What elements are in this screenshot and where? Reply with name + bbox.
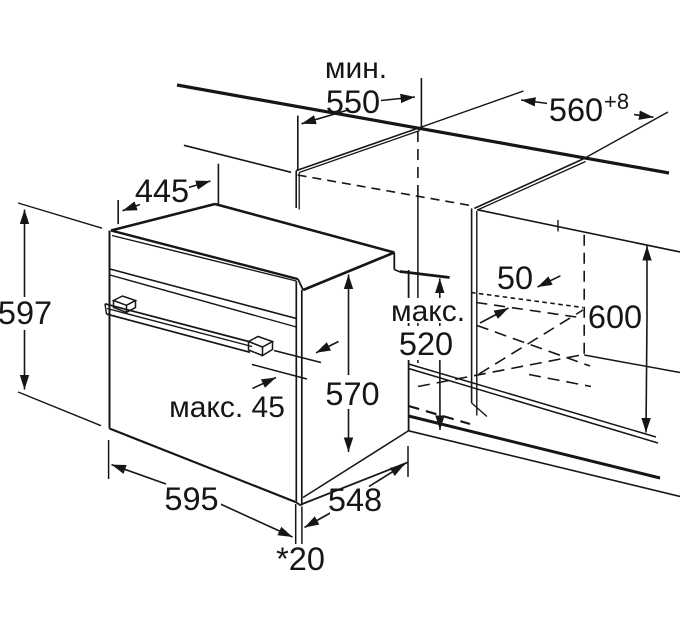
svg-text:550: 550	[326, 84, 380, 120]
svg-text:548: 548	[328, 482, 382, 518]
svg-text:570: 570	[325, 376, 379, 412]
svg-text:мин.: мин.	[325, 52, 387, 85]
svg-text:520: 520	[399, 326, 453, 362]
svg-text:560: 560	[549, 92, 603, 128]
svg-text:+8: +8	[604, 89, 629, 114]
svg-text:*20: *20	[276, 541, 325, 577]
svg-text:макс. 45: макс. 45	[169, 391, 285, 424]
svg-text:50: 50	[497, 260, 533, 296]
svg-text:595: 595	[164, 481, 218, 517]
svg-text:600: 600	[588, 299, 642, 335]
svg-text:445: 445	[135, 173, 189, 209]
svg-text:макс.: макс.	[391, 295, 465, 328]
svg-text:597: 597	[0, 295, 52, 331]
